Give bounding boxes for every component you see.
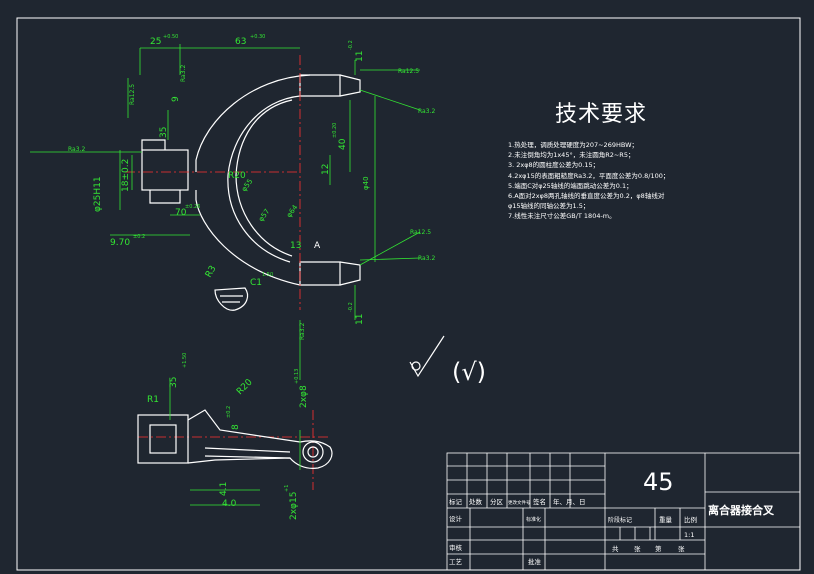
dim-4-0: 4.0 — [222, 499, 237, 509]
tb-chushu: 处数 — [469, 497, 483, 506]
note-line: 2.未注倒角均为1x45°，未注圆角R2~R5； — [508, 151, 635, 160]
tb-biaoji: 标记 — [449, 497, 463, 506]
dim-63-tol: +0.30 — [250, 34, 265, 40]
title-block-lines — [446, 452, 801, 571]
dimension-lines — [30, 44, 421, 506]
tb-ratio: 1:1 — [684, 531, 694, 539]
dim-9-70: 9.70 — [110, 238, 130, 248]
ra-3-2-a: Ra3.2 — [418, 108, 435, 115]
title-block-texts: 标记 处数 分区 更改文件号 签名 年、月、日 设计 标准化 阶段标记 重量 比… — [449, 468, 775, 566]
note-line: 1.热处理，调质处理硬度为207~269HBW； — [508, 141, 639, 149]
center-lines — [125, 55, 330, 490]
tb-gengai: 更改文件号 — [508, 499, 531, 506]
note-line: 4.2xφ15的表面粗糙度Ra3.2，平面度公差为0.8/100； — [508, 171, 670, 180]
dim-20-tol: ±0.20 — [332, 123, 338, 138]
tech-requirements-title: 技术要求 — [555, 102, 648, 127]
note-line: φ15轴线的同轴公差为1.5； — [508, 202, 590, 211]
dim-12: 12 — [321, 164, 331, 175]
tb-shenhe: 审核 — [449, 543, 463, 552]
dim-r1: R1 — [147, 395, 159, 405]
dim-2phi8: 2xφ8 — [299, 385, 309, 408]
note-line: 3. 2xφ8的圆柱度公差为0.15； — [508, 161, 600, 170]
dim-35-a: 35 — [159, 127, 169, 138]
tb-di: 第 — [655, 544, 662, 553]
tb-pizhun: 批准 — [528, 557, 542, 566]
dim-c1-tol: 1.50 — [262, 272, 273, 278]
drawing-border — [16, 17, 801, 571]
dim-4-1: 4.1 — [219, 482, 229, 496]
tb-nianyueri: 年、月、日 — [553, 497, 586, 506]
dim-r20-b: R20 — [235, 377, 255, 397]
ra-3-2-left: Ra3.2 — [68, 146, 85, 153]
dim-r3: R3 — [204, 264, 219, 279]
roughness-symbol-text: (√) — [452, 358, 486, 386]
tb-zhongliang: 重量 — [659, 516, 673, 524]
dim-2phi15: 2xφ15 — [289, 492, 299, 520]
tb-bili: 比例 — [684, 515, 697, 524]
dim-c1: C1 — [250, 278, 262, 288]
bottom-view — [137, 409, 333, 469]
dim-2phi8-tol: +0.13 — [294, 369, 300, 384]
tb-zhang1: 张 — [634, 544, 641, 553]
dim-25: 25 — [150, 37, 161, 47]
dim-63: 63 — [235, 37, 246, 47]
dim-8-tol: ±0.2 — [226, 406, 232, 418]
dim-11-bottom: 11 — [355, 314, 365, 325]
dim-11-top-tol: -0.2 — [348, 40, 354, 50]
tb-gong: 共 — [612, 544, 619, 553]
note-line: 5.端面C对φ25轴线的端面跳动公差为0.1； — [508, 181, 633, 190]
tb-part-name: 离合器接合叉 — [708, 503, 775, 517]
dim-70: 70 — [175, 208, 187, 218]
tb-jieduan: 阶段标记 — [608, 516, 632, 524]
dim-phi25: φ25H11 — [93, 176, 103, 212]
ra-3-2-mid: Ra3.2 — [299, 323, 306, 340]
dim-11-top: 11 — [355, 51, 365, 62]
tb-fenqu: 分区 — [490, 497, 504, 506]
roughness-symbol — [409, 335, 445, 378]
tb-zhang2: 张 — [678, 544, 685, 553]
dim-a: A — [314, 241, 321, 251]
dim-8: 8 — [231, 424, 241, 430]
tb-qianming: 签名 — [533, 497, 546, 506]
top-view — [141, 74, 361, 311]
dim-35-b: 35 — [169, 377, 179, 388]
dim-40: 40 — [338, 138, 348, 150]
dim-25-tol: +0.50 — [163, 34, 178, 40]
dim-phi57: φ57 — [257, 207, 271, 223]
dim-9: 9 — [171, 96, 181, 102]
dim-9-70-tol: ±0.2 — [133, 234, 145, 240]
note-line: 7.线性未注尺寸公差GB/T 1804-m。 — [508, 212, 616, 221]
ra-12-5-right: Ra12.5 — [410, 229, 431, 236]
dim-11-bottom-tol: -0.2 — [348, 302, 354, 312]
tb-gongyi: 工艺 — [449, 558, 463, 566]
dim-18: 18±0.2 — [121, 159, 131, 192]
note-line: 6.A面对2xφ8两孔轴线的垂直度公差为0.2，φ8轴线对 — [508, 192, 665, 201]
dim-70-tol: ±0.26 — [185, 204, 200, 210]
ra-12-5-top: Ra12.5 — [398, 68, 419, 75]
dim-r20: R20 — [228, 171, 246, 181]
tb-biaozhunhua: 标准化 — [526, 516, 541, 523]
dim-35-b-tol: +1.50 — [182, 353, 188, 368]
ra-3-2-right: Ra3.2 — [418, 255, 435, 262]
dimension-texts: 25 +0.50 63 +0.30 11 -0.2 Ra12.5 Ra3.2 R… — [68, 34, 435, 520]
tb-scale-number: 45 — [643, 468, 674, 496]
dim-13: 13 — [290, 241, 301, 251]
tb-sheji: 设计 — [449, 514, 463, 523]
dim-phi64: φ64 — [285, 203, 300, 219]
tech-requirements-notes: 1.热处理，调质处理硬度为207~269HBW； 2.未注倒角均为1x45°，未… — [508, 140, 758, 222]
ra-12-5-left: Ra12.5 — [129, 84, 136, 105]
dim-phi40: φ40 — [362, 176, 370, 190]
dim-2phi15-tol: +1 — [284, 485, 290, 492]
ra-3-2-top: Ra3.2 — [180, 65, 187, 82]
